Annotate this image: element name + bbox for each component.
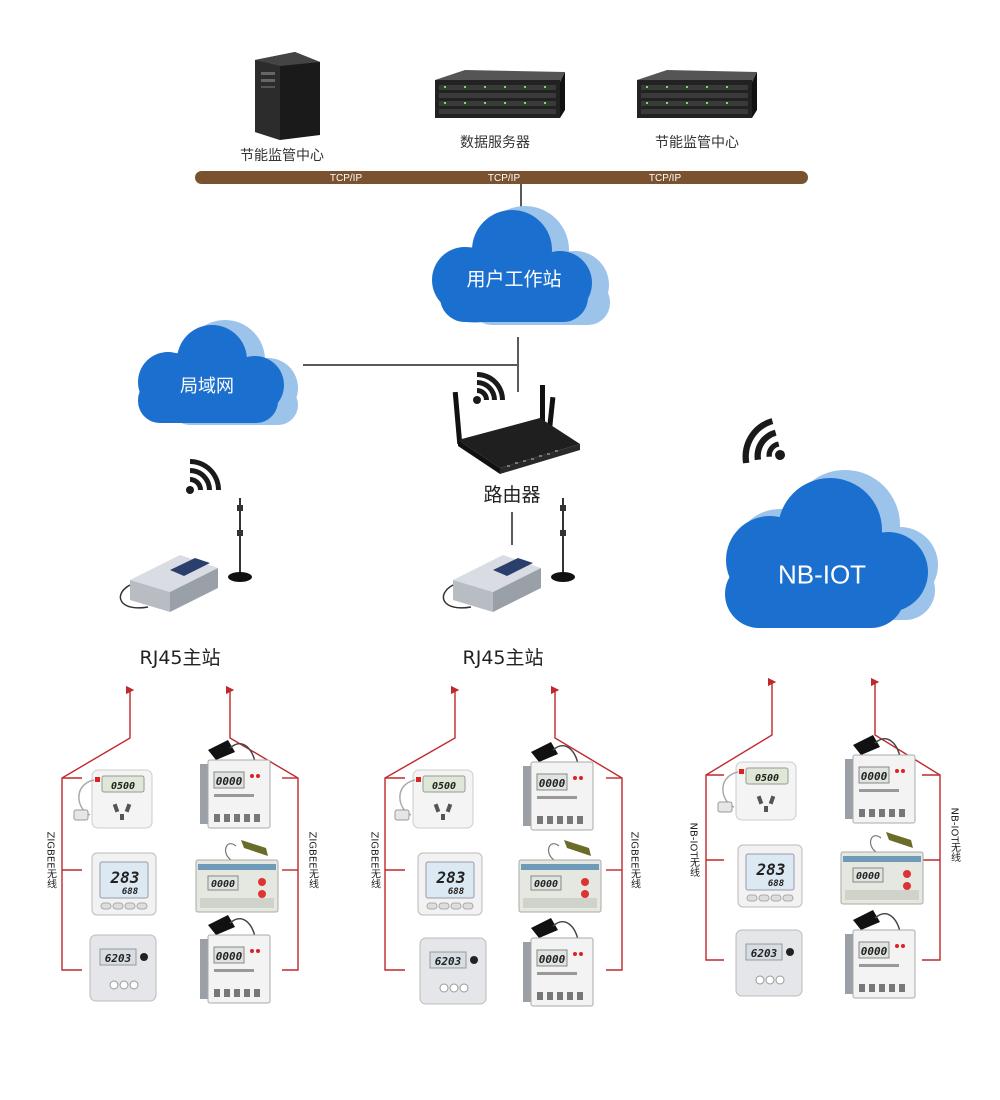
temperature-sensor-icon: 6203: [735, 929, 803, 997]
side-label-nbiot: NB-IOT无线: [687, 822, 699, 878]
temperature-sensor-icon: 6203: [419, 937, 487, 1005]
bus-label: TCP/IP: [487, 173, 521, 184]
cloud-label-lan: 局域网: [180, 376, 234, 397]
rail-meter-icon: 0000: [840, 832, 924, 905]
svg-text:0500: 0500: [755, 773, 779, 784]
svg-text:0000: 0000: [216, 950, 243, 963]
svg-text:283: 283: [436, 868, 466, 887]
svg-text:283: 283: [110, 868, 140, 887]
side-label-zigbee: ZIGBEE无线: [628, 831, 640, 889]
rj45-station-icon: [442, 498, 575, 612]
energy-meter-icon: 0000: [523, 742, 594, 831]
rack-server-icon: [435, 70, 565, 118]
svg-text:0000: 0000: [861, 770, 888, 783]
energy-meter-icon: 0000: [845, 735, 916, 824]
cloud-workstation: [432, 206, 610, 325]
side-label-zigbee: ZIGBEE无线: [368, 831, 380, 889]
side-label-zigbee: ZIGBEE无线: [44, 831, 56, 889]
rail-meter-icon: 0000: [518, 840, 602, 913]
server-label-middle: 数据服务器: [460, 135, 530, 151]
wiring-right-group: [705, 677, 941, 961]
wiring-left-group: [61, 685, 299, 971]
cloud-lan: [138, 320, 298, 425]
svg-text:283: 283: [756, 860, 786, 879]
svg-text:0000: 0000: [539, 777, 566, 790]
cloud-label-nbiot: NB-IOT: [777, 559, 867, 590]
svg-text:6203: 6203: [105, 952, 132, 965]
svg-text:0500: 0500: [432, 781, 456, 792]
rail-meter-icon: 0000: [195, 840, 279, 913]
smart-socket-icon: 0500: [73, 769, 153, 829]
energy-meter-icon: 0000: [845, 910, 916, 999]
svg-text:6203: 6203: [435, 955, 462, 968]
temperature-sensor-icon: 6203: [89, 934, 157, 1002]
rack-server-icon: [637, 70, 757, 118]
energy-meter-icon: 0000: [200, 740, 271, 829]
energy-meter-icon: 0000: [200, 915, 271, 1004]
svg-text:688: 688: [768, 879, 784, 889]
wifi-icon: [742, 418, 785, 464]
server-label-right: 节能监管中心: [655, 135, 739, 151]
wifi-icon: [473, 372, 505, 404]
svg-text:0000: 0000: [539, 953, 566, 966]
station-label-middle: RJ45主站: [462, 647, 544, 669]
router-icon: [452, 385, 580, 474]
rj45-station-icon: [119, 498, 252, 612]
wiring-middle-group: [384, 685, 623, 971]
bus-label: TCP/IP: [329, 173, 363, 184]
svg-text:0000: 0000: [534, 879, 558, 890]
server-label-left: 节能监管中心: [240, 148, 324, 164]
tcpip-bus: [195, 171, 808, 184]
cloud-nbiot: [725, 470, 938, 628]
svg-text:6203: 6203: [751, 947, 778, 960]
smart-socket-icon: 0500: [717, 761, 797, 821]
server-tower-icon: [255, 52, 320, 140]
svg-text:688: 688: [448, 887, 464, 897]
router-label: 路由器: [483, 484, 541, 506]
wifi-icon: [186, 459, 221, 494]
side-label-zigbee: ZIGBEE无线: [306, 831, 318, 889]
svg-text:0000: 0000: [861, 945, 888, 958]
svg-text:0000: 0000: [856, 871, 880, 882]
smart-socket-icon: 0500: [394, 769, 474, 829]
svg-text:0000: 0000: [211, 879, 235, 890]
energy-meter-icon: 0000: [523, 918, 594, 1007]
svg-text:688: 688: [122, 887, 138, 897]
side-label-nbiot: NB-IOT无线: [948, 807, 960, 863]
station-label-left: RJ45主站: [139, 647, 221, 669]
bus-label: TCP/IP: [648, 173, 682, 184]
svg-text:0000: 0000: [216, 775, 243, 788]
svg-text:0500: 0500: [111, 781, 135, 792]
cloud-label-workstation: 用户工作站: [466, 268, 562, 291]
